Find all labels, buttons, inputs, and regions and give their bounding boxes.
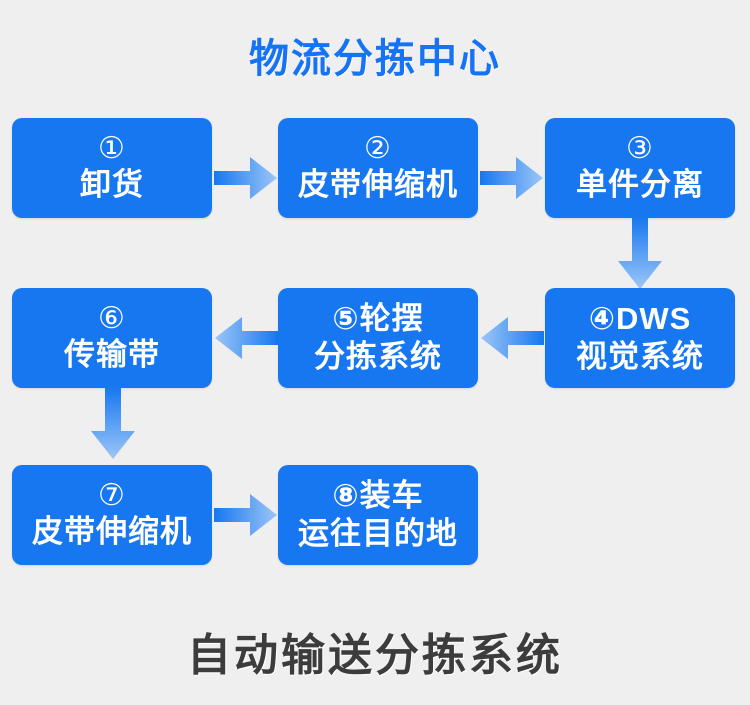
flow-node-4[interactable]: ④DWS 视觉系统	[545, 288, 735, 388]
flow-node-6[interactable]: ⑥ 传输带	[12, 288, 212, 388]
flow-node-7-number: ⑦	[98, 478, 126, 512]
flow-node-6-label: 传输带	[64, 337, 160, 373]
page-title: 物流分拣中心	[249, 37, 501, 81]
footer-title: 自动输送分拣系统	[187, 631, 563, 680]
arrow-node6-to-node7	[90, 387, 136, 461]
flow-node-5-label: 分拣系统	[314, 339, 442, 374]
flow-node-4-number: ④DWS	[588, 301, 692, 337]
flow-node-8-number: ⑧装车	[332, 478, 424, 514]
arrow-node2-to-node3	[480, 155, 544, 201]
flow-node-7-label: 皮带伸缩机	[32, 514, 192, 550]
arrow-node1-to-node2	[214, 155, 278, 201]
arrow-node3-to-node4	[617, 217, 663, 291]
flow-node-4-label: 视觉系统	[576, 339, 704, 374]
flow-node-1-number: ①	[98, 131, 126, 165]
flow-node-8-label: 运往目的地	[298, 516, 458, 551]
flow-node-2-label: 皮带伸缩机	[298, 167, 458, 203]
flow-node-7[interactable]: ⑦ 皮带伸缩机	[12, 465, 212, 565]
flow-node-1[interactable]: ① 卸货	[12, 118, 212, 218]
arrow-node4-to-node5	[480, 315, 544, 361]
flow-node-2-number: ②	[364, 131, 392, 165]
flow-node-3-number: ③	[626, 131, 654, 165]
arrow-node7-to-node8	[214, 492, 278, 538]
flow-node-5-number: ⑤轮摆	[332, 301, 424, 337]
flow-node-1-label: 卸货	[80, 167, 144, 203]
flow-node-3-label: 单件分离	[576, 167, 704, 203]
flow-node-2[interactable]: ② 皮带伸缩机	[278, 118, 478, 218]
flow-node-8[interactable]: ⑧装车 运往目的地	[278, 465, 478, 565]
flow-node-6-number: ⑥	[98, 301, 126, 335]
flow-node-3[interactable]: ③ 单件分离	[545, 118, 735, 218]
arrow-node5-to-node6	[214, 315, 278, 361]
flow-node-5[interactable]: ⑤轮摆 分拣系统	[278, 288, 478, 388]
